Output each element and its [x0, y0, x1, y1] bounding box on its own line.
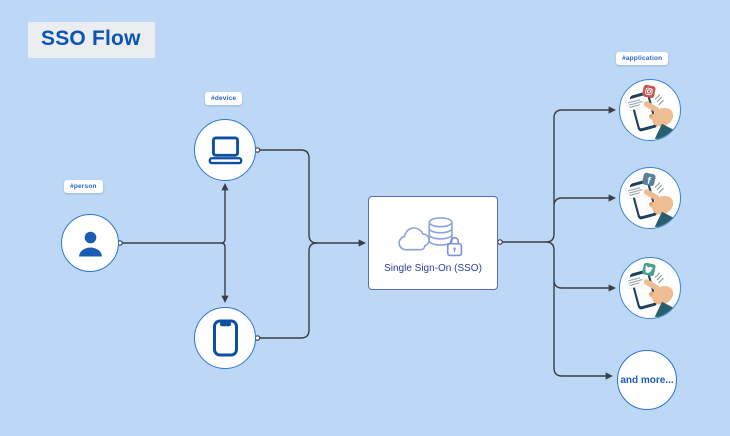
diagram-title: SSO Flow	[41, 27, 141, 50]
login-card-shape	[625, 96, 646, 111]
arrowhead-into-sso	[358, 239, 366, 247]
login-card-shape	[625, 184, 646, 199]
tap-motion-lines	[654, 94, 664, 106]
twitter-badge	[642, 262, 656, 277]
arrowhead-into-laptop	[221, 183, 229, 191]
application-node-facebook[interactable]: f	[619, 167, 681, 229]
hand-tapping-tablet-twitter-illustration	[625, 262, 680, 318]
connector-person-to-devices	[121, 190, 226, 296]
application-node-twitter[interactable]	[619, 257, 681, 319]
arrowhead-into-app1	[608, 106, 616, 114]
connector-laptop-to-sso	[259, 149, 360, 244]
sso-node[interactable]: Single Sign-On (SSO)	[368, 196, 498, 290]
login-card-shape	[625, 274, 646, 289]
lock-icon	[446, 236, 463, 256]
smartphone-icon	[212, 319, 238, 357]
facebook-f-icon: f	[646, 175, 652, 187]
connector-phone-to-sso	[259, 242, 318, 339]
tablet-shape	[629, 179, 658, 220]
tag-person: #person	[64, 180, 103, 193]
tap-motion-lines	[654, 182, 664, 194]
instagram-badge	[642, 84, 656, 99]
more-applications-label: and more...	[620, 374, 674, 386]
hand-tapping-tablet-instagram-illustration	[625, 84, 680, 140]
arrowhead-into-app2	[608, 194, 616, 202]
sso-node-label: Single Sign-On (SSO)	[384, 262, 482, 274]
laptop-node[interactable]	[194, 119, 256, 181]
connector-sso-to-apps	[502, 109, 609, 377]
hand-tapping-tablet-facebook-illustration: f	[625, 172, 680, 228]
twitter-bird-icon	[644, 265, 654, 274]
tablet-shape	[629, 91, 658, 132]
more-applications-node[interactable]: and more...	[617, 350, 677, 410]
person-icon	[78, 231, 102, 256]
phone-node[interactable]	[194, 307, 256, 369]
diagram-title-box: SSO Flow	[28, 22, 155, 58]
tag-application: #application	[616, 52, 669, 65]
arrowhead-into-more	[605, 372, 613, 380]
port-sso-out	[497, 239, 503, 245]
arrowhead-into-phone	[221, 295, 229, 303]
person-node[interactable]	[61, 214, 119, 272]
application-node-instagram[interactable]	[619, 79, 681, 141]
cloud-database-lock-icon	[398, 216, 463, 256]
facebook-badge: f	[642, 172, 656, 187]
tag-device: #device	[205, 92, 243, 105]
instagram-camera-icon	[645, 87, 653, 96]
laptop-icon	[208, 135, 242, 164]
arrowhead-into-app3	[608, 284, 616, 292]
tablet-shape	[629, 269, 658, 310]
tap-motion-lines	[654, 272, 664, 284]
